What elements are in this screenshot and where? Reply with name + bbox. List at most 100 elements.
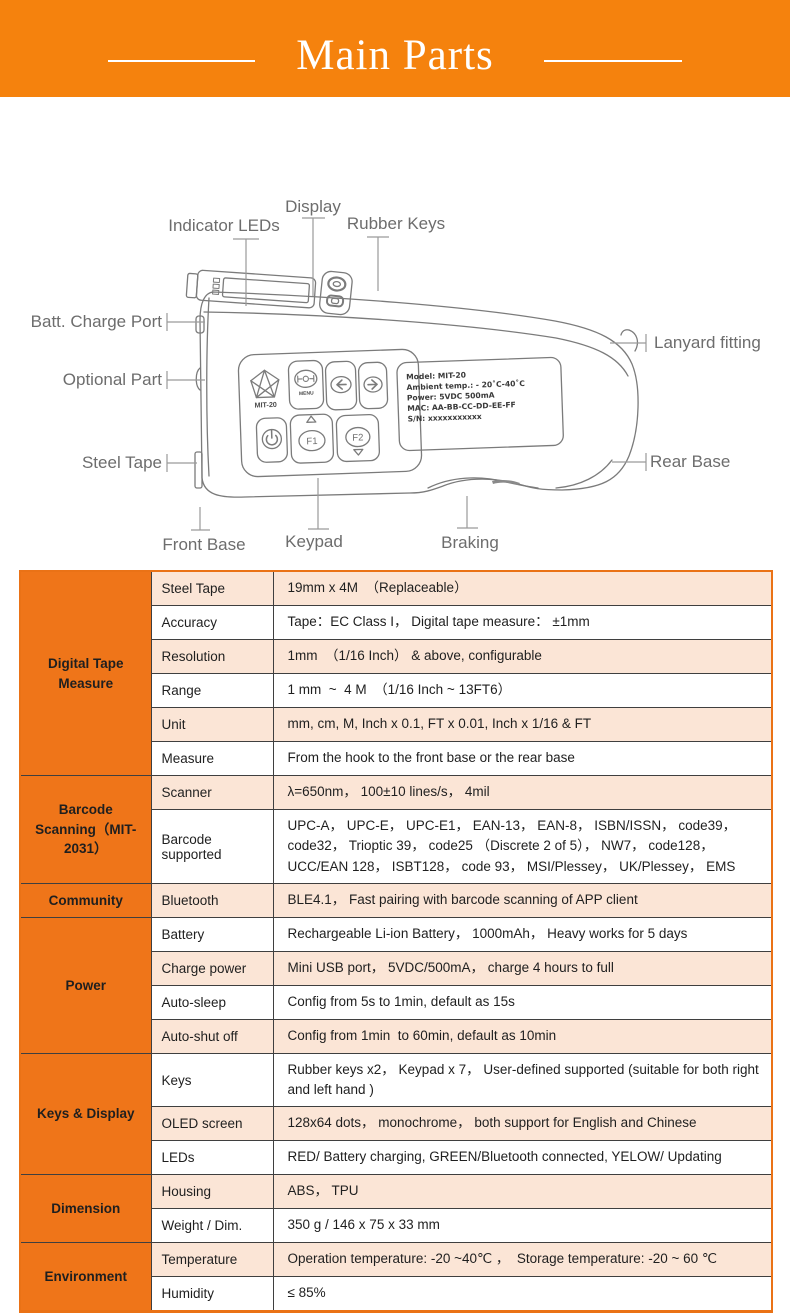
value-cell: BLE4.1， Fast pairing with barcode scanni…: [272, 883, 773, 918]
label-optional-part: Optional Part: [62, 370, 162, 389]
param-cell: Weight / Dim.: [150, 1208, 274, 1243]
table-row: Auto-shut off Config from 1min to 60min,…: [20, 1019, 773, 1054]
param-cell: Humidity: [150, 1276, 274, 1312]
param-cell: Temperature: [150, 1242, 274, 1277]
table-row: Community Bluetooth BLE4.1， Fast pairing…: [19, 883, 773, 918]
indicator-leds-icon: [212, 277, 221, 295]
param-cell: Keys: [150, 1053, 274, 1107]
charge-port: [195, 315, 205, 334]
category-community: Community: [19, 883, 152, 918]
param-cell: Housing: [150, 1174, 274, 1209]
value-cell: RED/ Battery charging, GREEN/Bluetooth c…: [272, 1140, 773, 1175]
value-cell: 350 g / 146 x 75 x 33 mm: [272, 1208, 773, 1243]
steel-tape-slot: [194, 451, 203, 489]
value-cell: Tape：EC Class I， Digital tape measure： ±…: [272, 605, 773, 640]
table-row: Accuracy Tape：EC Class I， Digital tape m…: [20, 605, 773, 640]
logo-text: MIT-20: [254, 400, 277, 410]
value-cell: Rubber keys x2， Keypad x 7， User-defined…: [272, 1053, 773, 1107]
param-cell: Auto-shut off: [150, 1019, 274, 1054]
display-window: [221, 277, 311, 304]
f1-key: [289, 413, 335, 464]
device-line-art: MIT-20 MENU: [166, 217, 647, 531]
label-braking: Braking: [441, 533, 499, 552]
brand-logo-icon: [250, 369, 280, 399]
category-barcode-scanning: Barcode Scanning（MIT-2031）: [19, 775, 152, 884]
value-cell: Rechargeable Li-ion Battery， 1000mAh， He…: [272, 917, 773, 952]
table-row: Dimension Housing ABS， TPU: [19, 1174, 773, 1243]
optional-part-notch: [195, 367, 201, 391]
value-cell: 1mm （1/16 Inch） & above, configurable: [272, 639, 773, 674]
label-lanyard-fitting: Lanyard fitting: [654, 333, 761, 352]
param-cell: Resolution: [150, 639, 274, 674]
title-rule-left: [108, 60, 255, 62]
page-header: Main Parts: [0, 0, 790, 97]
right-arrow-key: [357, 361, 389, 410]
f1-key-label: F1: [306, 436, 317, 447]
param-cell: Range: [150, 673, 274, 708]
table-row: Charge power Mini USB port， 5VDC/500mA， …: [20, 951, 773, 986]
spec-table: Digital Tape Measure Steel Tape 19mm x 4…: [19, 570, 773, 1313]
param-cell: Charge power: [150, 951, 274, 986]
category-dimension: Dimension: [19, 1174, 152, 1243]
label-display: Display: [285, 197, 341, 216]
value-cell: Mini USB port， 5VDC/500mA， charge 4 hour…: [272, 951, 773, 986]
value-cell: Config from 1min to 60min, default as 10…: [272, 1019, 773, 1054]
table-row: Environment Temperature Operation temper…: [19, 1242, 773, 1312]
param-cell: Auto-sleep: [150, 985, 274, 1020]
category-power: Power: [19, 917, 152, 1054]
power-key: [255, 417, 289, 463]
info-line-sn: S/N: xxxxxxxxxxx: [407, 412, 482, 424]
info-line-model: Model: MIT-20: [406, 370, 466, 381]
table-row: Digital Tape Measure Steel Tape 19mm x 4…: [19, 570, 773, 776]
menu-key-label: MENU: [299, 391, 314, 398]
label-rubber-keys: Rubber Keys: [346, 214, 446, 233]
keypad-panel: MIT-20 MENU: [237, 348, 423, 478]
value-cell: Operation temperature: -20 ~40℃ ， Storag…: [272, 1242, 773, 1277]
category-digital-tape-measure: Digital Tape Measure: [19, 571, 152, 776]
param-cell: Battery: [150, 917, 274, 952]
table-row: Measure From the hook to the front base …: [20, 741, 773, 776]
value-cell: 128x64 dots， monochrome， both support fo…: [272, 1106, 773, 1141]
param-cell: Bluetooth: [150, 883, 274, 918]
title-rule-right: [544, 60, 682, 62]
table-row: Barcode Scanning（MIT-2031） Scanner λ=650…: [19, 775, 773, 884]
menu-key: [287, 359, 325, 410]
param-cell: Steel Tape: [150, 570, 274, 606]
leader-lines: [166, 217, 647, 531]
f2-key: [335, 413, 381, 463]
table-row: OLED screen 128x64 dots， monochrome， bot…: [20, 1106, 773, 1141]
device-body: [199, 291, 639, 498]
label-steel-tape: Steel Tape: [81, 453, 162, 472]
table-row: Power Battery Rechargeable Li-ion Batter…: [19, 917, 773, 1054]
device-diagram: MIT-20 MENU: [0, 180, 790, 565]
left-arrow-key: [324, 360, 358, 411]
f2-key-label: F2: [352, 432, 363, 443]
label-batt-charge-port: Batt. Charge Port: [30, 312, 162, 331]
value-cell: mm, cm, M, Inch x 0.1, FT x 0.01, Inch x…: [272, 707, 773, 742]
value-cell: 19mm x 4M （Replaceable）: [272, 570, 773, 606]
param-cell: Measure: [150, 741, 274, 776]
param-cell: OLED screen: [150, 1106, 274, 1141]
label-keypad: Keypad: [285, 532, 343, 551]
table-row: Weight / Dim. 350 g / 146 x 75 x 33 mm: [20, 1208, 773, 1243]
value-cell: From the hook to the front base or the r…: [272, 741, 773, 776]
lanyard-hook: [620, 329, 639, 352]
info-line-mac: MAC: AA-BB-CC-DD-EE-FF: [407, 400, 516, 413]
param-cell: Barcode supported: [150, 809, 274, 884]
category-environment: Environment: [19, 1242, 152, 1312]
label-indicator-leds: Indicator LEDs: [168, 216, 280, 235]
table-row: LEDs RED/ Battery charging, GREEN/Blueto…: [20, 1140, 773, 1175]
value-cell: UPC-A， UPC-E， UPC-E1， EAN-13， EAN-8， ISB…: [272, 809, 773, 884]
category-keys-display: Keys & Display: [19, 1053, 152, 1175]
value-cell: 1 mm ~ 4 M （1/16 Inch ~ 13FT6）: [272, 673, 773, 708]
value-cell: ≤ 85%: [272, 1276, 773, 1312]
param-cell: Accuracy: [150, 605, 274, 640]
param-cell: Unit: [150, 707, 274, 742]
table-row: Range 1 mm ~ 4 M （1/16 Inch ~ 13FT6）: [20, 673, 773, 708]
info-label-panel: Model: MIT-20 Ambient temp.: - 20˚C-40˚C…: [396, 356, 564, 452]
value-cell: ABS， TPU: [272, 1174, 773, 1209]
param-cell: LEDs: [150, 1140, 274, 1175]
page-title: Main Parts: [296, 32, 494, 79]
info-line-ambient: Ambient temp.: - 20˚C-40˚C: [406, 379, 525, 392]
spec-table-container: Digital Tape Measure Steel Tape 19mm x 4…: [19, 570, 773, 1313]
